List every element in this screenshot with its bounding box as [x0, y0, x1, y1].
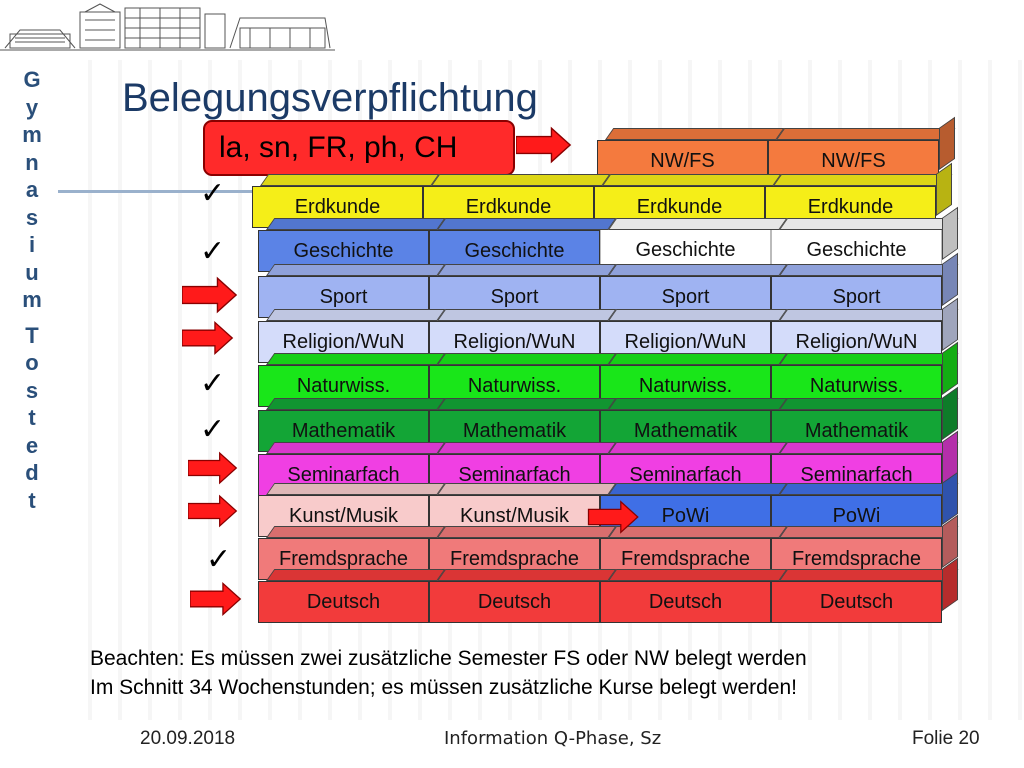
cell-top-face	[776, 128, 956, 140]
cell-top-face	[779, 309, 959, 321]
cell-top-face	[437, 264, 617, 276]
cell-top-face	[608, 353, 788, 365]
cell-top-face	[608, 218, 788, 230]
cell-top-face	[266, 264, 446, 276]
cell-top-face	[437, 442, 617, 454]
cell-top-face	[266, 309, 446, 321]
vertical-letter	[8, 314, 56, 322]
check-mark-icon: ✓	[200, 176, 226, 211]
cell-top-face	[608, 398, 788, 410]
cell-top-face	[266, 526, 446, 538]
slide-title: Belegungsverpflichtung	[122, 76, 538, 120]
vertical-letter: t	[28, 405, 36, 430]
vertical-letter: n	[25, 149, 39, 175]
languages-box: la, sn, FR, ph, CH	[203, 120, 515, 176]
footer-slide-number: Folie 20	[912, 728, 980, 749]
cell-top-face	[266, 483, 446, 495]
check-mark-icon: ✓	[200, 366, 226, 401]
cell-top-face	[608, 309, 788, 321]
cell-top-face	[779, 398, 959, 410]
cell-top-face	[437, 483, 617, 495]
red-arrow-icon	[188, 451, 238, 485]
cell-top-face	[779, 483, 959, 495]
course-cell: Deutsch	[429, 581, 600, 623]
vertical-letter: u	[25, 259, 39, 285]
cell-top-face	[437, 353, 617, 365]
course-cell: Erdkunde	[423, 186, 594, 228]
red-arrow-icon	[587, 500, 639, 534]
red-arrow-icon	[182, 320, 234, 356]
vertical-letter: d	[25, 460, 39, 485]
course-cell: Deutsch	[600, 581, 771, 623]
check-mark-icon: ✓	[200, 412, 226, 447]
cell-top-face	[266, 398, 446, 410]
vertical-letter: m	[22, 287, 42, 312]
cell-top-face	[260, 174, 440, 186]
course-cell: Deutsch	[771, 581, 942, 623]
note-line-1: Beachten: Es müssen zwei zusätzliche Sem…	[90, 647, 807, 670]
vertical-letter: T	[25, 322, 39, 348]
footer-center: Information Q-Phase, Sz	[444, 728, 662, 749]
cell-top-face	[266, 442, 446, 454]
course-cell: Deutsch	[258, 581, 429, 623]
cell-top-face	[602, 174, 782, 186]
red-arrow-icon	[188, 494, 238, 528]
vertical-letter: o	[25, 350, 39, 375]
cell-top-face	[608, 483, 788, 495]
red-arrow-icon	[190, 581, 242, 617]
cell-top-face	[437, 309, 617, 321]
vertical-letter: G	[23, 67, 41, 92]
check-mark-icon: ✓	[206, 542, 232, 577]
cell-top-face	[437, 569, 617, 581]
cell-top-face	[779, 526, 959, 538]
cell-top-face	[605, 128, 785, 140]
vertical-letter: e	[25, 432, 39, 458]
note-line-2: Im Schnitt 34 Wochenstunden; es müssen z…	[90, 676, 797, 699]
cell-top-face	[266, 353, 446, 365]
cell-top-face	[608, 442, 788, 454]
cell-top-face	[437, 218, 617, 230]
school-building-sketch	[0, 3, 335, 51]
cell-top-face	[779, 569, 959, 581]
footer-date: 20.09.2018	[140, 728, 236, 749]
cell-top-face	[773, 174, 953, 186]
red-arrow-icon	[182, 276, 238, 314]
cell-top-face	[779, 264, 959, 276]
vertical-letter: s	[25, 204, 39, 230]
vertical-letter: m	[22, 122, 42, 147]
cell-top-face	[266, 218, 446, 230]
title-underline	[58, 190, 258, 193]
cell-top-face	[779, 442, 959, 454]
cell-top-face	[437, 398, 617, 410]
vertical-letter: a	[25, 177, 39, 202]
vertical-letter: y	[25, 94, 39, 120]
note: Beachten: Es müssen zwei zusätzliche Sem…	[90, 644, 807, 702]
cell-top-face	[779, 218, 959, 230]
cell-top-face	[608, 264, 788, 276]
vertical-letter: t	[28, 487, 36, 513]
vertical-letter: s	[25, 377, 39, 403]
vertical-letter: i	[28, 232, 36, 257]
check-mark-icon: ✓	[200, 234, 226, 269]
cell-top-face	[608, 569, 788, 581]
cell-top-face	[431, 174, 611, 186]
cell-top-face	[266, 569, 446, 581]
cell-top-face	[779, 353, 959, 365]
red-arrow-icon	[516, 126, 572, 164]
